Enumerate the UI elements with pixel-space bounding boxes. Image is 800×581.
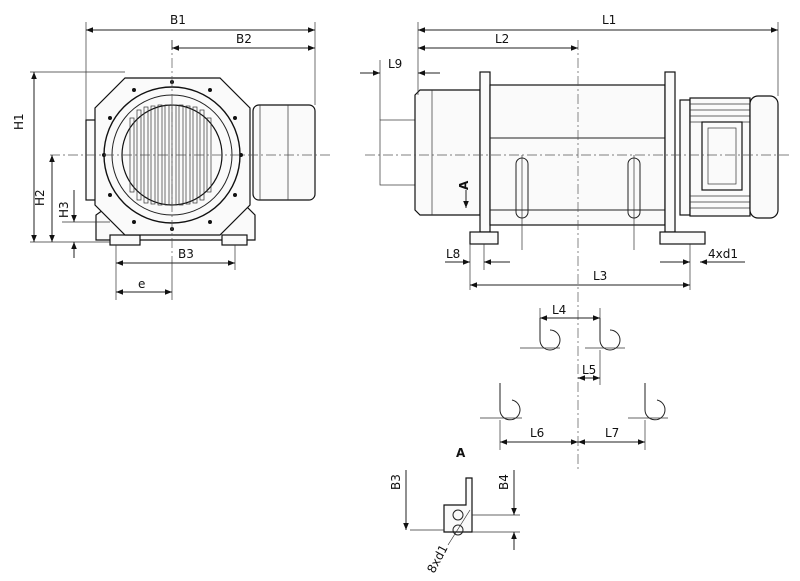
view-arrow-label: A xyxy=(457,180,471,190)
bracket-profile xyxy=(443,477,473,533)
dim-B2: B2 xyxy=(236,32,252,46)
left-side-plate xyxy=(479,71,491,233)
dim-L6: L6 xyxy=(530,426,544,440)
dim-H1: H1 xyxy=(12,113,26,130)
dim-L9: L9 xyxy=(388,57,402,71)
dim-e: e xyxy=(138,277,145,291)
shaft-end xyxy=(379,119,419,186)
hole-spec-side: 4xd1 xyxy=(708,247,738,261)
dim-B1: B1 xyxy=(170,13,186,27)
gearbox xyxy=(414,89,481,216)
side-view: A L1 L2 L9 L8 4xd1 L3 xyxy=(360,13,790,470)
dim-B4: B4 xyxy=(497,474,511,490)
dim-H2: H2 xyxy=(33,189,47,206)
dim-L1: L1 xyxy=(602,13,616,27)
dim-H3: H3 xyxy=(57,201,71,218)
view-a-title: A xyxy=(456,446,466,460)
dim-L5: L5 xyxy=(582,363,596,377)
foot-detail: B3 B4 8xd1 xyxy=(389,470,520,575)
front-view: B1 B2 H1 H2 H3 B3 e xyxy=(12,13,330,300)
dim-L7: L7 xyxy=(605,426,619,440)
dim-L2: L2 xyxy=(495,32,509,46)
hole-spec-detail: 8xd1 xyxy=(424,542,450,575)
dim-L3: L3 xyxy=(593,269,607,283)
front-motor xyxy=(252,104,316,201)
terminal-box xyxy=(701,121,743,191)
bracket-hole xyxy=(452,509,464,521)
motor-fan-cover xyxy=(749,95,779,219)
right-side-plate xyxy=(664,71,676,233)
dim-B3-detail: B3 xyxy=(389,474,403,490)
view-a-hole-pattern: L4 L5 L6 L7 A xyxy=(456,303,668,460)
dim-L8: L8 xyxy=(446,247,460,261)
dim-L4: L4 xyxy=(552,303,566,317)
dim-B3: B3 xyxy=(178,247,194,261)
